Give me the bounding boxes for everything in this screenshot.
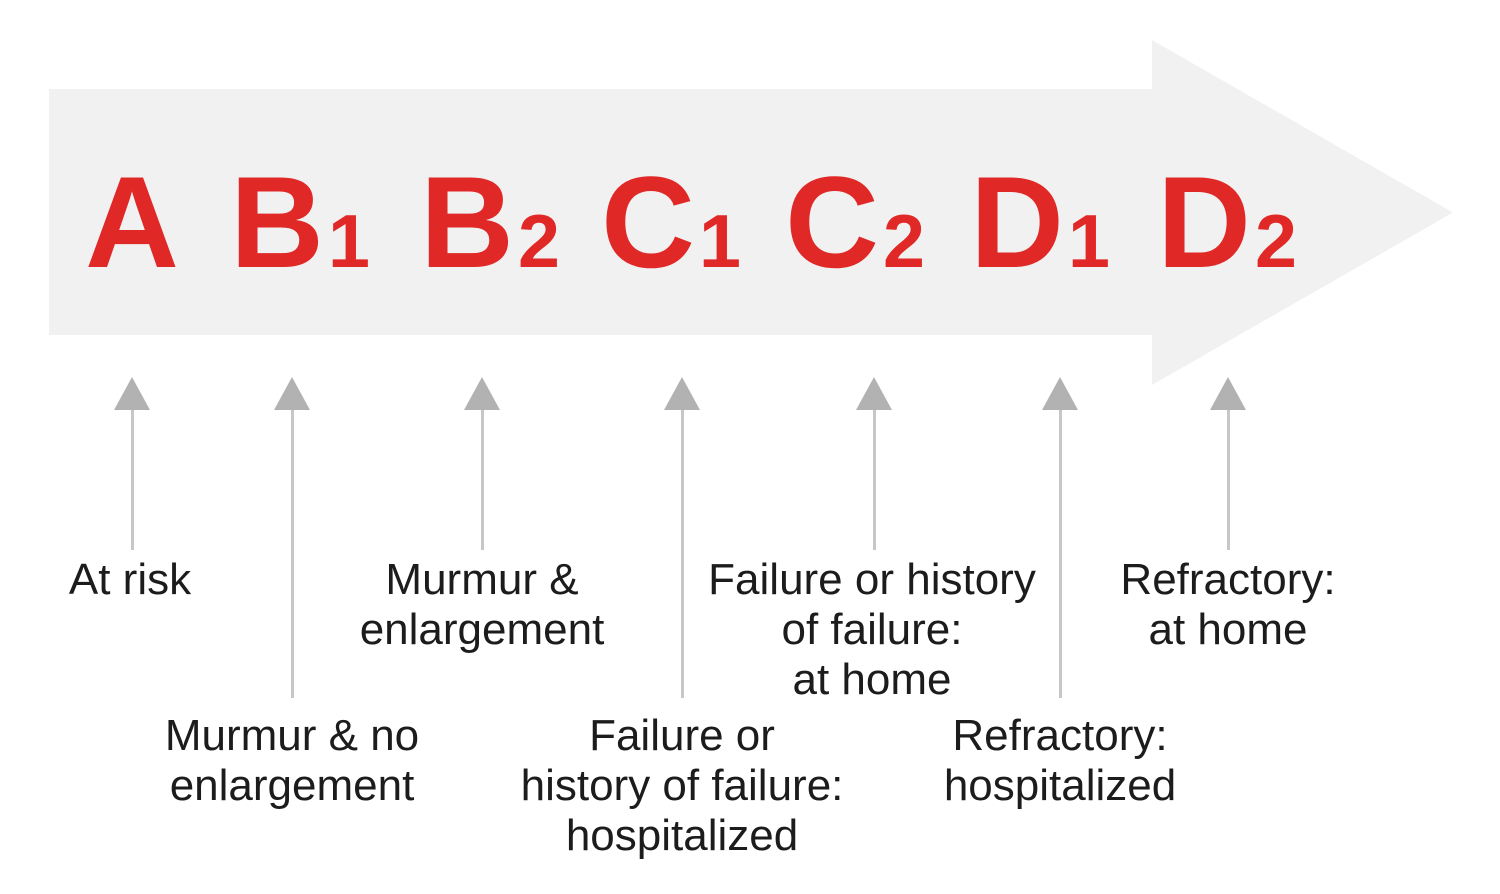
description-line: Failure or	[589, 711, 775, 760]
stage-description-a: At risk	[69, 555, 191, 605]
up-arrow-head-icon	[856, 377, 892, 410]
stage-letter: B	[230, 149, 324, 295]
description-line: Failure or history	[708, 555, 1036, 604]
stage-description-c1: Failure or history of failure: hospitali…	[521, 711, 844, 861]
stage-subscript: 2	[882, 199, 925, 283]
description-line: At risk	[68, 555, 192, 604]
description-line: at home	[1148, 605, 1308, 654]
up-arrow-stage-b1	[274, 377, 310, 698]
up-arrow-stage-d1	[1042, 377, 1078, 698]
stage-letter: B	[420, 149, 514, 295]
description-line: Refractory:	[1120, 555, 1336, 604]
stage-description-b1: Murmur & no enlargement	[165, 711, 419, 811]
up-arrow-stem	[872, 410, 876, 550]
up-arrow-head-icon	[1042, 377, 1078, 410]
up-arrow-head-icon	[114, 377, 150, 410]
up-arrow-stem	[680, 410, 684, 698]
up-arrow-stage-b2	[464, 377, 500, 550]
up-arrow-stem	[480, 410, 484, 550]
description-line: at home	[792, 655, 952, 704]
up-arrow-head-icon	[464, 377, 500, 410]
up-arrow-stem	[290, 410, 294, 698]
stage-subscript: 2	[517, 199, 560, 283]
up-arrow-stem	[1226, 410, 1230, 550]
stage-label-d2: D2	[1157, 89, 1297, 335]
description-line: Murmur &	[385, 555, 579, 604]
description-line: history of failure:	[520, 761, 844, 810]
stage-letter: C	[601, 149, 695, 295]
up-arrow-stage-d2	[1210, 377, 1246, 550]
stage-letter: D	[1157, 149, 1251, 295]
stage-letter: C	[785, 149, 879, 295]
up-arrow-stage-c1	[664, 377, 700, 698]
stage-subscript: 2	[1254, 199, 1297, 283]
up-arrow-stage-c2	[856, 377, 892, 550]
progression-arrow-body	[49, 89, 1152, 335]
stage-label-c1: C1	[601, 89, 741, 335]
up-arrow-stem	[1058, 410, 1062, 698]
stage-description-d1: Refractory: hospitalized	[944, 711, 1176, 811]
stage-letter: D	[970, 149, 1064, 295]
stage-subscript: 1	[698, 199, 741, 283]
stage-description-b2: Murmur & enlargement	[360, 555, 605, 655]
up-arrow-head-icon	[274, 377, 310, 410]
up-arrow-head-icon	[1210, 377, 1246, 410]
description-line: hospitalized	[565, 811, 799, 860]
stage-label-b2: B2	[420, 89, 560, 335]
stage-letter: A	[85, 149, 179, 295]
up-arrow-stem	[130, 410, 134, 550]
stage-label-d1: D1	[970, 89, 1110, 335]
stage-subscript: 1	[327, 199, 370, 283]
stage-description-c2: Failure or history of failure: at home	[708, 555, 1036, 705]
description-line: of failure:	[781, 605, 963, 654]
description-line: enlargement	[359, 605, 605, 654]
up-arrow-stage-a	[114, 377, 150, 550]
description-line: hospitalized	[943, 761, 1177, 810]
stage-description-d2: Refractory: at home	[1120, 555, 1335, 655]
stage-label-a: A	[85, 89, 183, 335]
description-line: enlargement	[169, 761, 415, 810]
stage-subscript: 1	[1067, 199, 1110, 283]
stage-label-b1: B1	[230, 89, 370, 335]
stage-label-c2: C2	[785, 89, 925, 335]
description-line: Refractory:	[952, 711, 1168, 760]
description-line: Murmur & no	[164, 711, 420, 760]
up-arrow-head-icon	[664, 377, 700, 410]
